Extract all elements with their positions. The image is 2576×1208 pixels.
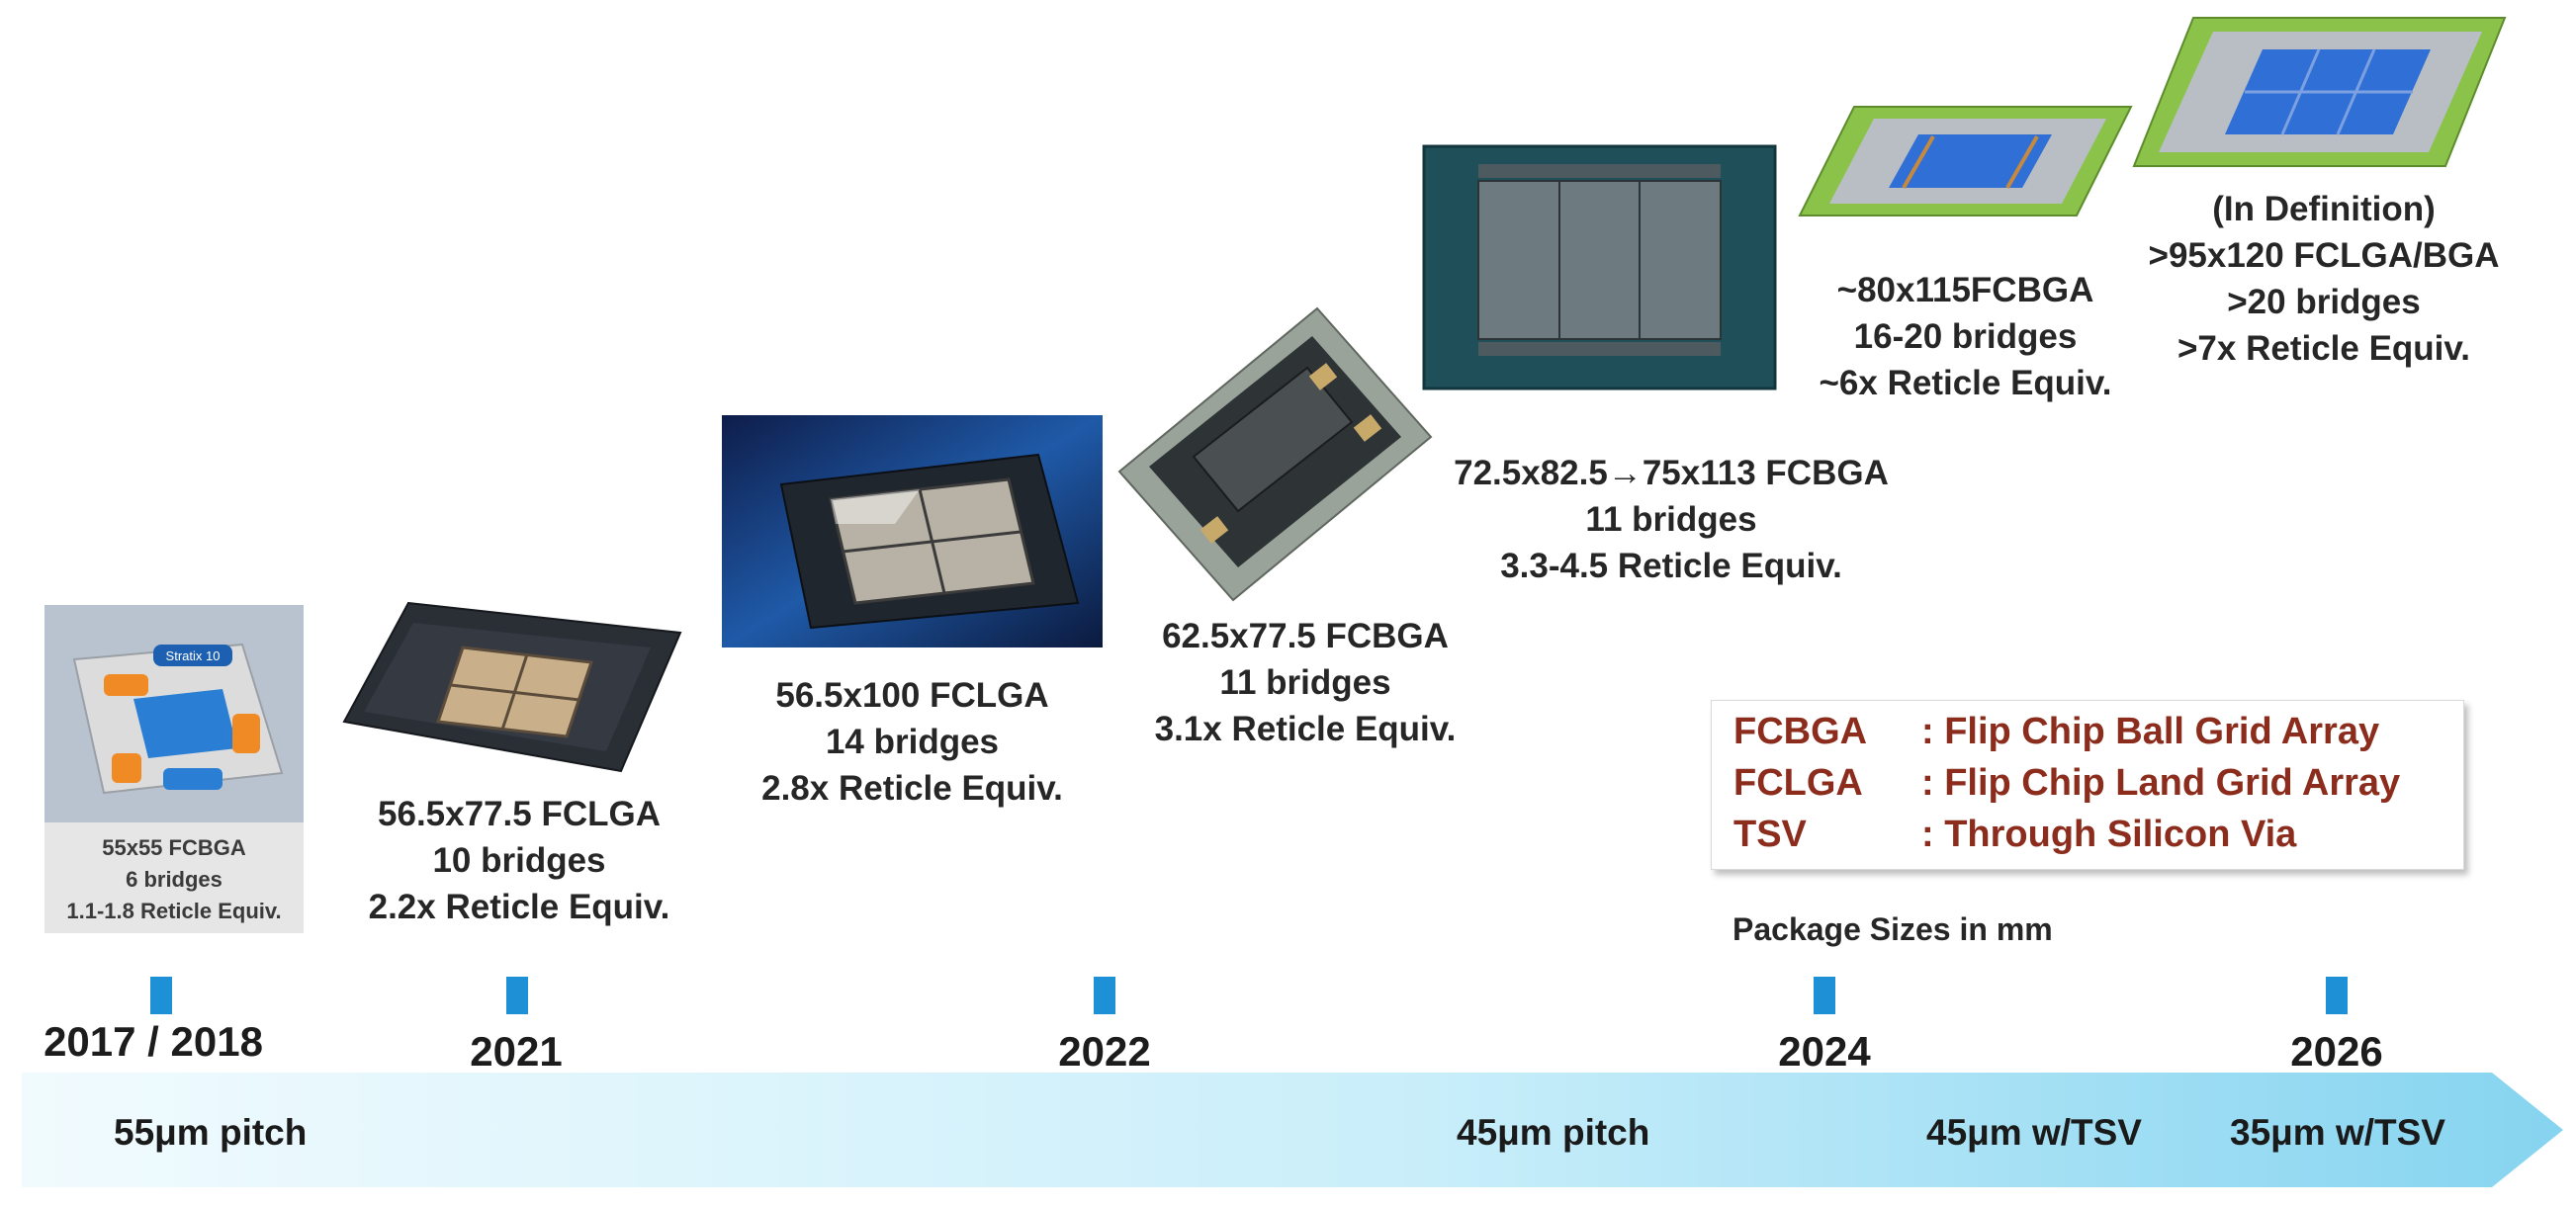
legend-term: TSV <box>1733 814 1807 855</box>
legend-term: FCBGA <box>1733 711 1868 752</box>
package-text-2017: 55x55 FCBGA 6 bridges 1.1-1.8 Reticle Eq… <box>44 832 304 927</box>
package-reticle: 2.8x Reticle Equiv. <box>761 769 1063 808</box>
legend-definition: : Through Silicon Via <box>1921 814 2297 855</box>
pitch-label-55um: 55μm pitch <box>114 1112 308 1153</box>
package-bridges: 6 bridges <box>126 867 222 892</box>
package-size-unit-note: Package Sizes in mm <box>1732 911 2053 947</box>
package-bridges: >20 bridges <box>2227 283 2421 321</box>
package-image-2024 <box>1422 144 1777 390</box>
package-image-2026 <box>2132 17 2507 167</box>
package-bridges: 16-20 bridges <box>1853 317 2078 356</box>
package-size: 56.5x100 FCLGA <box>775 676 1049 715</box>
package-size: 72.5x82.5→75x113 FCBGA <box>1454 454 1889 492</box>
timeline-marker-2021 <box>506 977 528 1014</box>
package-size: 62.5x77.5 FCBGA <box>1162 617 1449 655</box>
legend-definition: : Flip Chip Ball Grid Array <box>1921 711 2380 752</box>
package-status: (In Definition) <box>2212 190 2436 228</box>
package-bridges: 11 bridges <box>1219 663 1391 702</box>
timeline-marker-2022 <box>1094 977 1115 1014</box>
pitch-label-45um-tsv: 45μm w/TSV <box>1926 1112 2142 1153</box>
legend-row-tsv: TSV : Through Silicon Via <box>1733 814 2296 856</box>
package-size: >95x120 FCLGA/BGA <box>2148 236 2500 275</box>
package-image-2021 <box>342 601 682 773</box>
package-size: 55x55 FCBGA <box>102 835 246 860</box>
package-bridges: 10 bridges <box>432 841 606 880</box>
package-image-2022b <box>1117 306 1433 602</box>
legend-term: FCLGA <box>1733 762 1863 804</box>
package-bridges: 11 bridges <box>1585 500 1757 539</box>
package-reticle: 3.1x Reticle Equiv. <box>1154 710 1457 748</box>
package-text-2022b: 62.5x77.5 FCBGA 11 bridges 3.1x Reticle … <box>1117 613 1493 752</box>
legend-row-fclga: FCLGA : Flip Chip Land Grid Array <box>1733 762 2400 805</box>
year-label-2024: 2024 <box>1778 1028 1871 1075</box>
package-image-2024b <box>1798 106 2133 216</box>
package-text-2024b: ~80x115FCBGA 16-20 bridges ~6x Reticle E… <box>1780 267 2151 406</box>
year-label-2017-2018: 2017 / 2018 <box>44 1018 263 1065</box>
legend-row-fcbga: FCBGA : Flip Chip Ball Grid Array <box>1733 711 2379 753</box>
year-label-2026: 2026 <box>2290 1028 2383 1075</box>
timeline-marker-2024 <box>1814 977 1835 1014</box>
package-reticle: ~6x Reticle Equiv. <box>1819 364 2112 402</box>
package-reticle: >7x Reticle Equiv. <box>2176 329 2470 368</box>
package-reticle: 3.3-4.5 Reticle Equiv. <box>1500 547 1842 585</box>
package-reticle: 2.2x Reticle Equiv. <box>368 888 670 926</box>
package-text-2026: (In Definition) >95x120 FCLGA/BGA >20 br… <box>2126 186 2522 372</box>
package-text-2021: 56.5x77.5 FCLGA 10 bridges 2.2x Reticle … <box>326 791 712 930</box>
package-text-2024: 72.5x82.5→75x113 FCBGA 11 bridges 3.3-4.… <box>1429 450 1913 589</box>
acronym-legend: FCBGA : Flip Chip Ball Grid Array FCLGA : … <box>1711 700 2464 870</box>
year-label-2021: 2021 <box>470 1028 563 1075</box>
pitch-label-35um-tsv: 35μm w/TSV <box>2230 1112 2445 1153</box>
package-image-2022 <box>722 415 1103 647</box>
package-size: 56.5x77.5 FCLGA <box>378 795 661 833</box>
legend-definition: : Flip Chip Land Grid Array <box>1921 762 2401 804</box>
pitch-label-45um: 45μm pitch <box>1457 1112 1650 1153</box>
stratix-package-icon: Stratix 10 <box>44 605 304 822</box>
year-label-2022: 2022 <box>1058 1028 1151 1075</box>
package-text-2022: 56.5x100 FCLGA 14 bridges 2.8x Reticle E… <box>722 672 1103 812</box>
timeline-marker-2017 <box>150 977 172 1014</box>
timeline-marker-2026 <box>2326 977 2348 1014</box>
stratix-chip-label: Stratix 10 <box>166 648 221 663</box>
package-bridges: 14 bridges <box>825 723 1000 761</box>
package-reticle: 1.1-1.8 Reticle Equiv. <box>66 899 282 923</box>
package-size: ~80x115FCBGA <box>1836 271 2094 309</box>
